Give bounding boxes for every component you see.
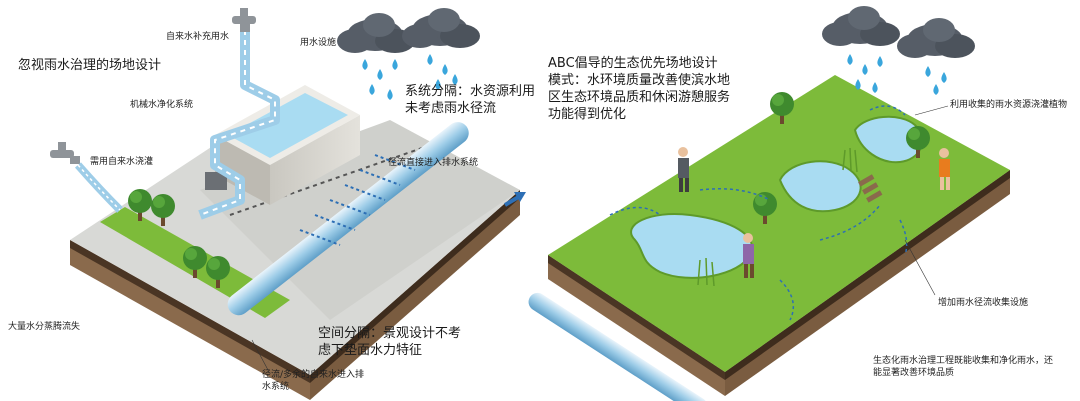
label-runoff-excess-tap: 径流/多余的自来水进入排水系统 [262,370,365,392]
right-soil-front-top [548,255,725,380]
flow-arrows [609,105,908,321]
stepping-stones [858,174,883,203]
tap-top-icon [232,8,256,32]
left-cloud-2 [402,8,480,48]
left-tank-front [215,135,270,205]
label-runoff-to-drain: 径流直接进入排水系统 [388,158,479,168]
label-tap-water-supplement: 自来水补充用水 [166,32,230,42]
person-1 [678,147,689,192]
left-soil-right-top [310,190,520,383]
pond-middle [778,160,862,213]
right-title: ABC倡导的生态优先场地设计模式：水环境质量改善使滨水地区生态环境品质和休闲游憩… [548,56,731,122]
label-use-collected-rain: 利用收集的雨水资源浇灌植物 [950,100,1068,110]
person-3 [939,148,950,190]
runoff-arrows [299,154,416,246]
label-irrigation-tap-water: 需用自来水浇灌 [90,157,154,167]
label-mechanical-purification: 机械水净化系统 [130,100,194,110]
right-soil-right-top [725,170,1010,380]
label-eco-summary: 生态化雨水治理工程既能收集和净化雨水，还能显著改善环境品质 [873,356,1054,378]
person-2 [743,233,754,278]
right-rain [847,54,947,95]
label-space-separation: 空间分隔：景观设计不考虑下垫面水力特征 [318,326,462,358]
right-cloud-2 [897,18,975,58]
left-title: 忽视雨水治理的场地设计 [18,58,162,73]
left-tank-water [228,93,348,158]
reeds [697,147,858,287]
label-evaporation-loss: 大量水分蒸腾流失 [8,322,81,332]
left-tank-side [270,115,360,205]
label-system-separation: 系统分隔：水资源利用未考虑雨水径流 [405,84,536,116]
right-scene [528,6,1010,401]
left-dashed-line [229,139,446,216]
right-drain-pipe [528,292,708,401]
left-drain-pipe [227,122,469,316]
right-cloud-1 [822,6,900,46]
tap-left-icon [50,142,80,164]
label-add-runoff-collection: 增加雨水径流收集设施 [938,298,1029,308]
left-soil-front-top [70,240,310,383]
left-scene [50,8,526,400]
label-water-facility: 用水设施 [300,38,337,48]
mechanical-box [205,172,227,190]
